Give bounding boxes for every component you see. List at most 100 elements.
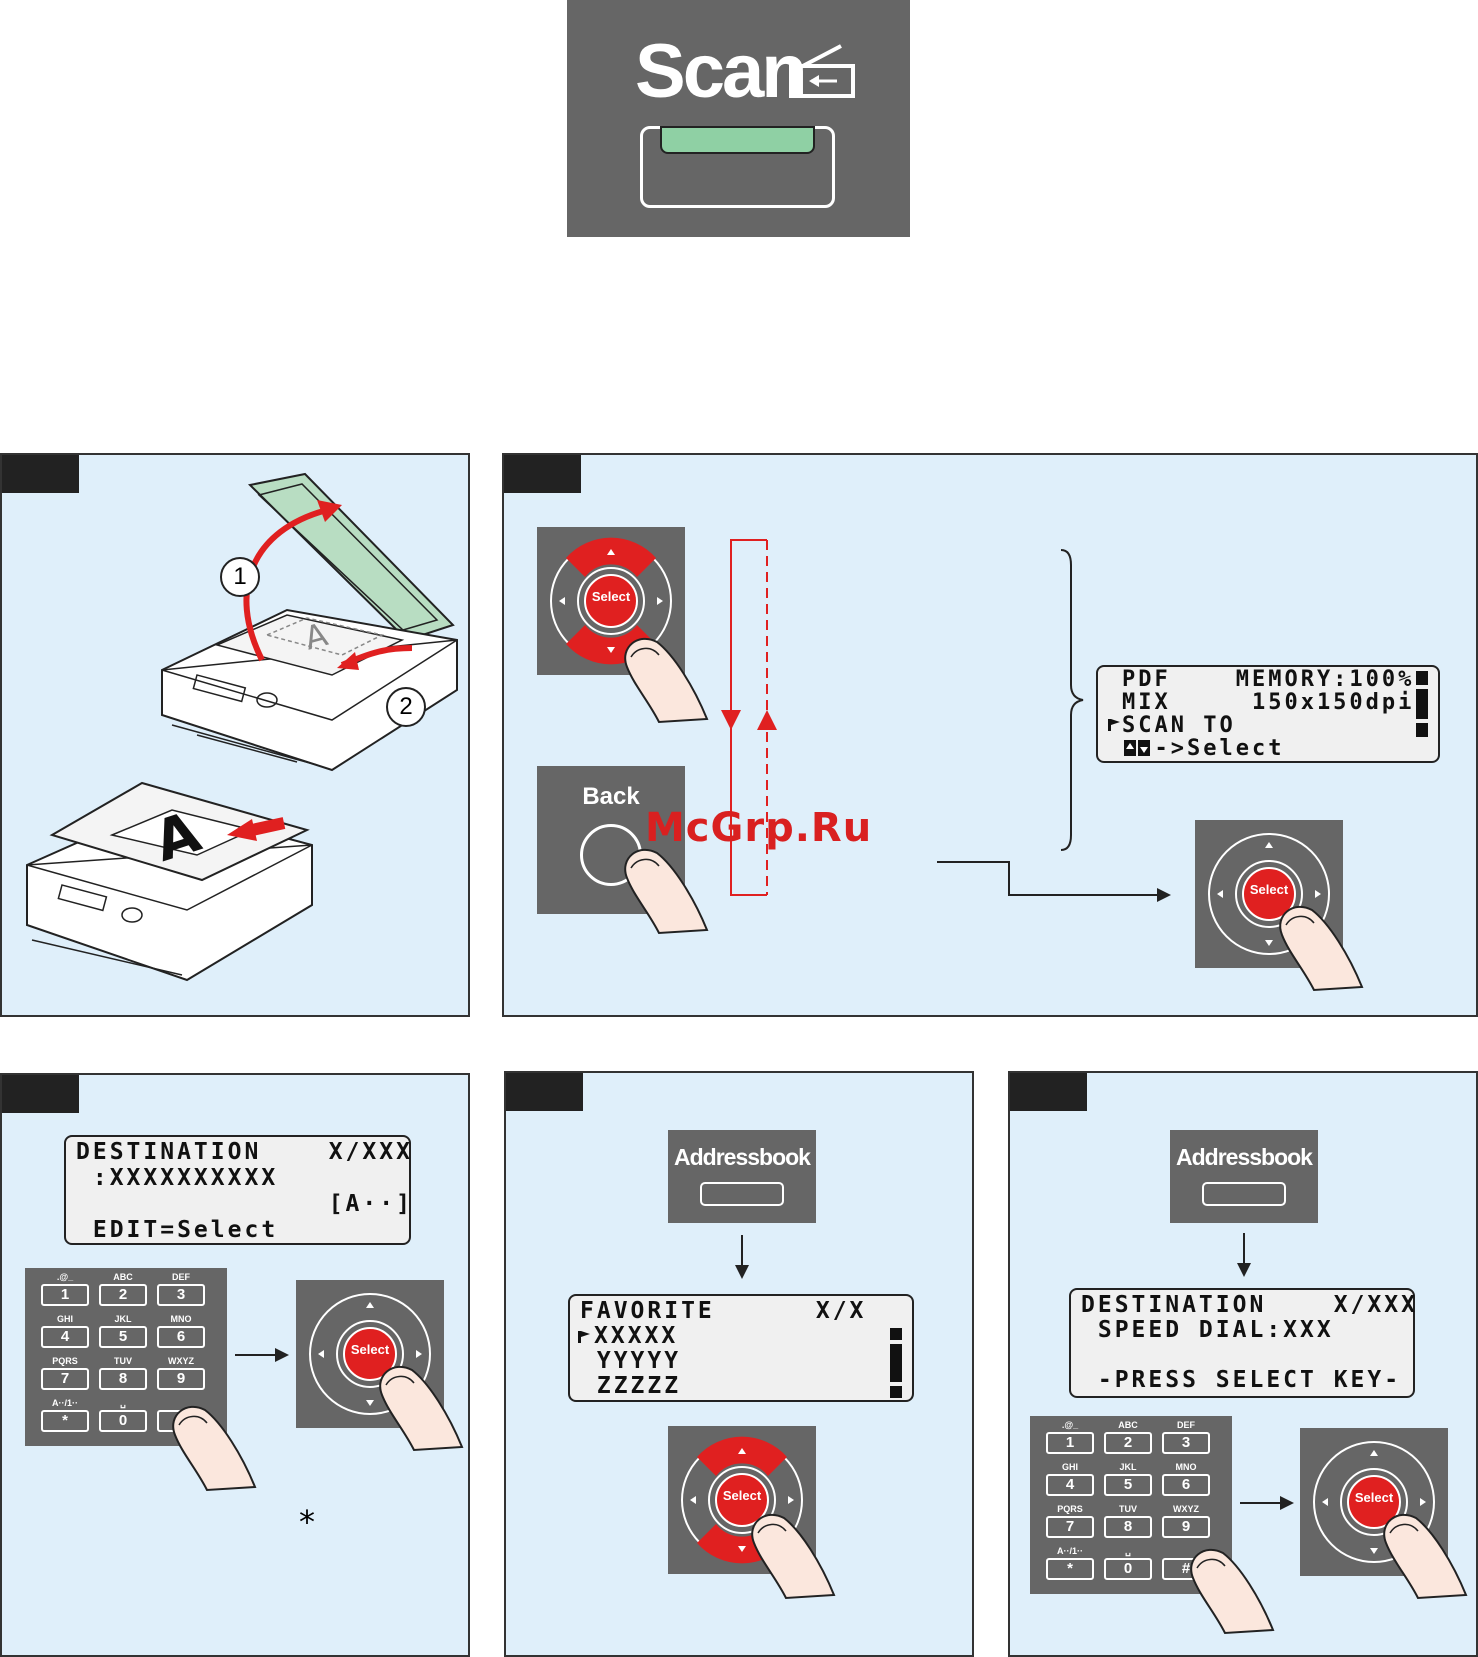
finger-icon [624,848,709,935]
addressbook-key-label: Addressbook [1176,1144,1313,1170]
keypad-key-sublabel: TUV [114,1356,132,1366]
lcd-row: ZZZZZ [580,1373,682,1399]
keypad-key-4[interactable]: 4 [41,1326,89,1348]
lcd-row: PDF MEMORY:100% [1122,667,1415,692]
step3-lcd: DESTINATION X/XXX :XXXXXXXXXX [A··] EDIT… [64,1135,411,1245]
step2-tab [504,455,581,493]
select-key-label: Select [1354,1490,1394,1505]
callout-1-label: 1 [233,563,247,590]
printer-platen-illustration: A [161,472,458,772]
keypad-key-sublabel: JKL [1119,1462,1137,1472]
lcd-row: MIX 150x150dpi [1122,690,1415,715]
nav-pad-select[interactable]: Select [1300,1428,1448,1576]
asterisk-note: * [299,1503,315,1541]
keypad-key-sublabel: JKL [114,1314,132,1324]
keypad-key-sublabel: MNO [1175,1462,1197,1472]
keypad-key-sublabel: WXYZ [168,1356,194,1366]
keypad-key-*[interactable]: * [41,1410,89,1432]
step1-tab [2,455,79,493]
keypad-key-sublabel: ␣ [120,1398,126,1408]
lcd-row: EDIT=Select [76,1217,279,1243]
nav-pad-updown[interactable]: Select [537,527,685,675]
select-key-label: Select [1249,882,1289,897]
scan-key-panel: Scan [567,0,910,237]
flow-arrow [1240,1496,1294,1510]
finger-icon [751,1513,836,1600]
keypad-key-sublabel: WXYZ [1173,1504,1199,1514]
keypad-key-1[interactable]: 1 [1046,1432,1094,1454]
keypad-key-1[interactable]: 1 [41,1284,89,1306]
addressbook-key-label: Addressbook [674,1144,811,1170]
callout-2-label: 2 [399,693,413,720]
finger-icon [1190,1548,1275,1635]
keypad-key-sublabel: ABC [1118,1420,1138,1430]
flow-arrow-down [1237,1233,1251,1277]
keypad-key-sublabel: .@_ [1061,1420,1079,1430]
scan-button-led [660,126,815,154]
select-key-label: Select [591,589,631,604]
finger-icon [624,637,709,724]
flow-arrow [235,1348,289,1362]
keypad-key-6[interactable]: 6 [1162,1474,1210,1496]
nav-pad-select[interactable]: Select [296,1280,444,1428]
keypad-key-sublabel: DEF [1177,1420,1195,1430]
scrollbar-icon [1416,671,1428,737]
step5-tab [1010,1073,1087,1111]
lcd-row: DESTINATION X/XXX [76,1139,413,1165]
keypad-key-2[interactable]: 2 [99,1284,147,1306]
lcd-row: XXXXX [594,1323,679,1349]
lcd-row: -PRESS SELECT KEY- [1081,1367,1402,1393]
finger-icon [172,1405,257,1492]
cursor-arrow-icon [1108,719,1120,731]
addressbook-button[interactable] [700,1182,784,1206]
flow-arrow-down [735,1235,749,1279]
scan-icon [789,44,855,98]
lcd-row: DESTINATION X/XXX [1081,1292,1418,1318]
keypad-key-2[interactable]: 2 [1104,1432,1152,1454]
keypad-key-0[interactable]: 0 [99,1410,147,1432]
keypad-key-5[interactable]: 5 [1104,1474,1152,1496]
keypad-key-7[interactable]: 7 [1046,1516,1094,1538]
keypad-key-sublabel: MNO [170,1314,192,1324]
updown-keys-icon [1124,740,1150,756]
step4-lcd: FAVORITE X/X XXXXX YYYYY ZZZZZ [568,1294,914,1402]
select-key-label: Select [350,1342,390,1357]
lcd-row: FAVORITE X/X [580,1298,867,1324]
step3-panel: DESTINATION X/XXX :XXXXXXXXXX [A··] EDIT… [0,1073,470,1657]
keypad-key-5[interactable]: 5 [99,1326,147,1348]
finger-icon [379,1365,464,1452]
keypad-key-0[interactable]: 0 [1104,1558,1152,1580]
keypad-key-sublabel: A··/1·· [52,1398,78,1408]
keypad-key-sublabel: PQRS [52,1356,78,1366]
keypad-key-7[interactable]: 7 [41,1368,89,1390]
keypad-key-sublabel: GHI [1061,1462,1078,1472]
keypad-key-8[interactable]: 8 [1104,1516,1152,1538]
keypad-key-3[interactable]: 3 [157,1284,205,1306]
keypad-key-sublabel: GHI [56,1314,73,1324]
keypad-key-sublabel: PQRS [1057,1504,1083,1514]
keypad-key-*[interactable]: * [1046,1558,1094,1580]
keypad-key-4[interactable]: 4 [1046,1474,1094,1496]
keypad-key-9[interactable]: 9 [157,1368,205,1390]
callout-2: 2 [386,687,426,727]
step1-panel: A 1 2 A [0,453,470,1017]
cursor-arrow-icon [578,1331,590,1343]
select-key-label: Select [722,1488,762,1503]
callout-1: 1 [220,557,260,597]
keypad-key-9[interactable]: 9 [1162,1516,1210,1538]
addressbook-button[interactable] [1202,1182,1286,1206]
options-brace [1060,549,1084,851]
scrollbar-icon [890,1328,902,1398]
keypad-key-8[interactable]: 8 [99,1368,147,1390]
step5-lcd: DESTINATION X/XXX SPEED DIAL:XXX -PRESS … [1069,1288,1415,1398]
flow-arrow [937,861,1171,902]
keypad-key-3[interactable]: 3 [1162,1432,1210,1454]
lcd-row: SCAN TO [1122,713,1236,738]
keypad-key-sublabel: TUV [1119,1504,1137,1514]
scan-key-label: Scan [635,29,808,114]
keypad-key-6[interactable]: 6 [157,1326,205,1348]
addressbook-key-panel: Addressbook [1170,1130,1318,1223]
keypad-key-sublabel: ABC [113,1272,133,1282]
